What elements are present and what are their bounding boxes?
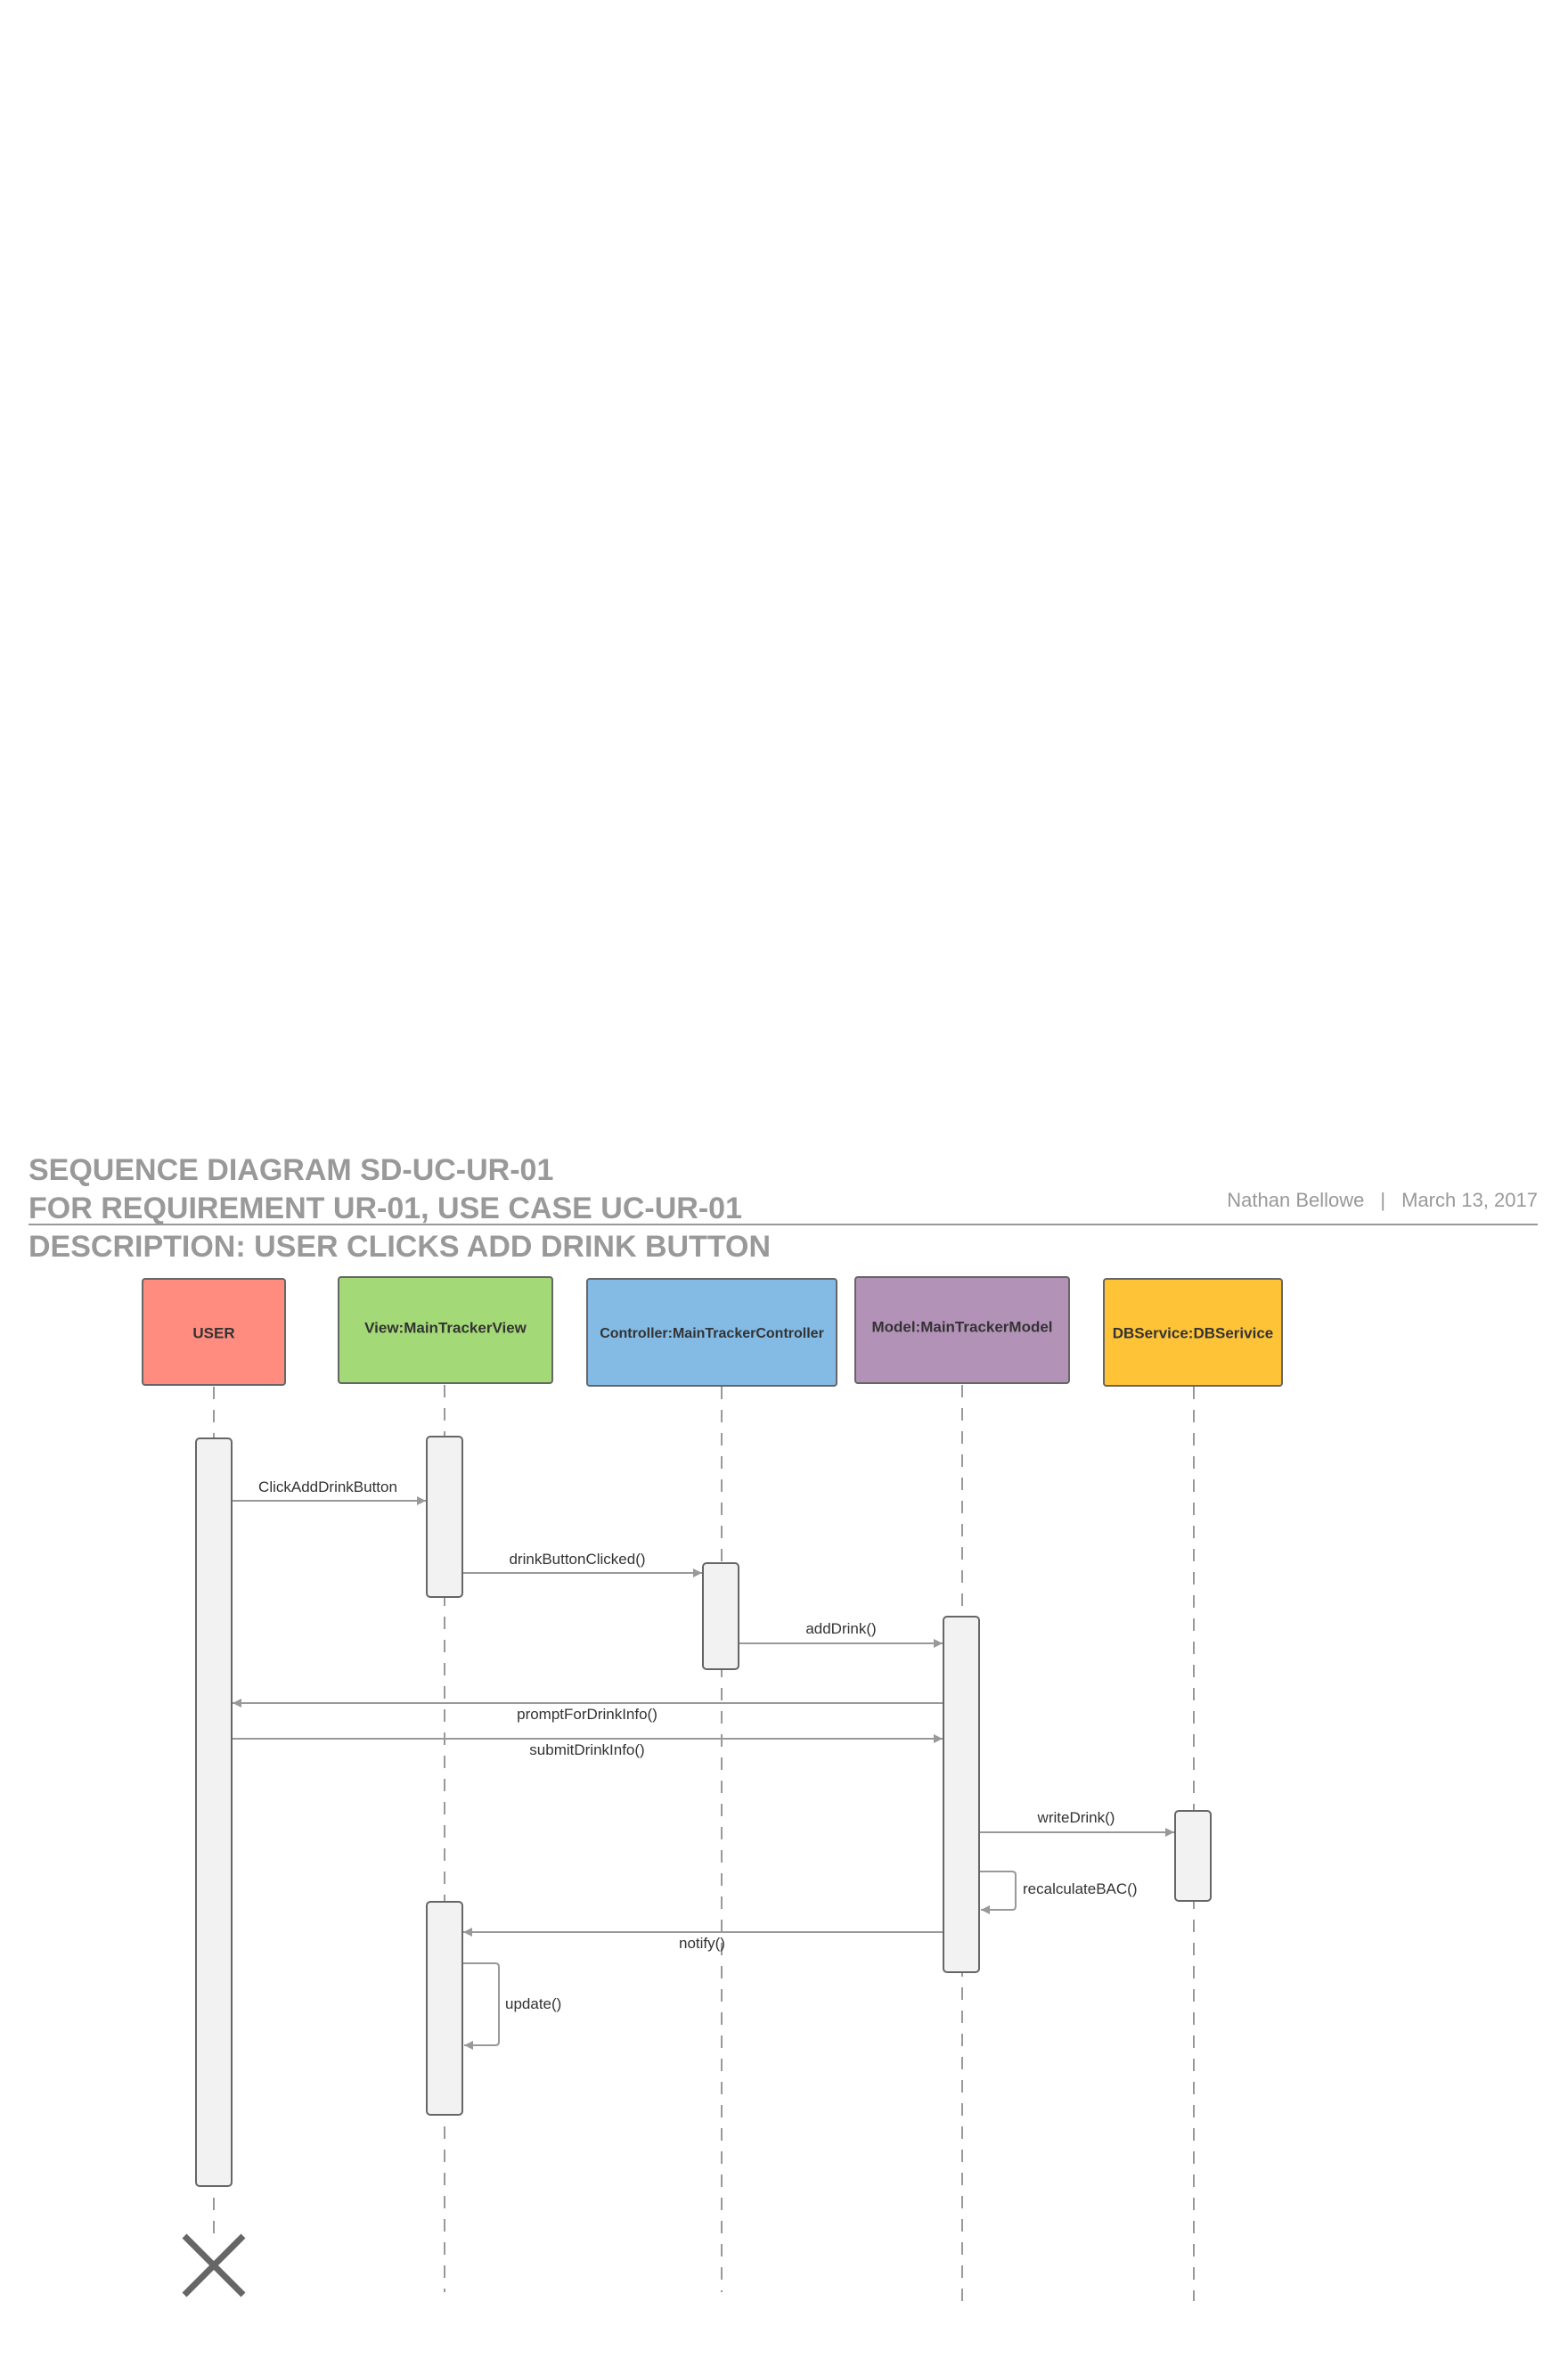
participant-db: DBService:DBSerivice: [1103, 1278, 1283, 1387]
participant-model-box: [854, 1276, 1070, 1384]
participant-user-label: USER: [192, 1324, 234, 1341]
participant-model: Model:MainTrackerModel: [854, 1276, 1070, 1384]
activation-model: [943, 1616, 980, 1973]
activation-controller: [702, 1562, 739, 1670]
message-notify: notify(): [463, 1928, 943, 1952]
header-divider: [29, 1224, 1538, 1225]
message-label: promptForDrinkInfo(): [517, 1706, 657, 1723]
participant-db-box: [1103, 1278, 1283, 1387]
activation-user: [195, 1437, 233, 2187]
participant-model-label: Model:MainTrackerModel: [871, 1318, 1052, 1335]
participant-user: USER: [142, 1278, 286, 1386]
participant-db-label: DBService:DBSerivice: [1113, 1324, 1273, 1341]
participant-view-label: View:MainTrackerView: [364, 1319, 527, 1336]
message-write-drink: writeDrink(): [980, 1809, 1174, 1837]
message-drink-button-clicked: drinkButtonClicked(): [463, 1551, 702, 1577]
message-submit-drink-info: submitDrinkInfo(): [233, 1734, 943, 1758]
participant-view: View:MainTrackerView: [338, 1276, 553, 1384]
message-update: update(): [463, 1962, 561, 2050]
participant-controller-label: Controller:MainTrackerController: [600, 1326, 824, 1341]
message-recalculate-bac: recalculateBAC(): [980, 1871, 1138, 1914]
meta-separator: |: [1380, 1189, 1386, 1211]
author-name: Nathan Bellowe: [1227, 1189, 1365, 1211]
message-label: recalculateBAC(): [1023, 1880, 1138, 1897]
message-label: submitDrinkInfo(): [529, 1741, 644, 1758]
message-label: writeDrink(): [1037, 1809, 1115, 1826]
destroy-marker-user: [182, 2233, 246, 2297]
participant-controller-box: [586, 1278, 837, 1387]
message-arrow: [463, 1962, 500, 2050]
message-label: ClickAddDrinkButton: [258, 1478, 397, 1495]
message-label: notify(): [679, 1935, 725, 1952]
activation-view-1: [426, 1436, 463, 1598]
message-label: update(): [505, 1995, 561, 2012]
participant-view-box: [338, 1276, 553, 1384]
activations: [195, 1436, 1212, 2187]
message-label: addDrink(): [805, 1620, 876, 1637]
destroy-x-stroke-2: [182, 2233, 246, 2297]
message-prompt-for-drink-info: promptForDrinkInfo(): [233, 1699, 943, 1723]
document-date: March 13, 2017: [1401, 1189, 1538, 1211]
message-add-drink: addDrink(): [739, 1620, 943, 1648]
lifelines: [213, 1385, 1195, 2301]
author-date-meta: Nathan Bellowe | March 13, 2017: [1227, 1189, 1538, 1212]
activation-db: [1174, 1810, 1212, 1902]
description-subtitle: DESCRIPTION: USER CLICKS ADD DRINK BUTTO…: [29, 1230, 772, 1264]
requirement-subtitle: FOR REQUIREMENT UR-01, USE CASE UC-UR-01: [29, 1192, 742, 1225]
message-label: drinkButtonClicked(): [509, 1551, 645, 1568]
participant-controller: Controller:MainTrackerController: [586, 1278, 837, 1387]
participant-user-box: [142, 1278, 286, 1386]
activation-view-2: [426, 1901, 463, 2116]
message-click-add-drink-button: ClickAddDrinkButton: [233, 1478, 426, 1505]
message-arrow: [980, 1871, 1017, 1914]
diagram-title: SEQUENCE DIAGRAM SD-UC-UR-01: [29, 1153, 554, 1187]
